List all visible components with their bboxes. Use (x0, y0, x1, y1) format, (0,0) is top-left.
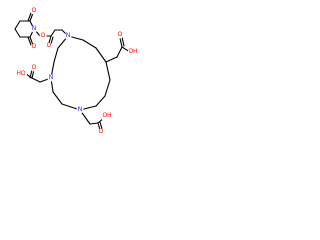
molecule-canvas: O O N O O N N (0, 0, 152, 152)
bond (27, 12, 32, 22)
svg-text:N: N (78, 107, 82, 113)
svg-text:OH: OH (103, 113, 112, 119)
svg-text:O: O (32, 65, 37, 71)
ring-n-bottom-label: N (76, 106, 84, 114)
succinimide-o2-label: O (30, 43, 38, 51)
bond (14, 20, 21, 30)
svg-text:N: N (49, 75, 53, 81)
svg-text:N: N (32, 26, 36, 32)
molecule-structure: O O N O O N N (14, 7, 139, 136)
bond (116, 46, 123, 58)
svg-text:HO: HO (17, 71, 26, 77)
ester-o-carbonyl-label: O (45, 42, 53, 50)
ester-o-link-label: O (39, 32, 47, 40)
acid-left-oh-label: HO (16, 71, 27, 78)
bond (29, 12, 34, 22)
svg-text:N: N (66, 33, 70, 39)
svg-text:O: O (32, 44, 37, 50)
bond (50, 29, 56, 37)
acid-right-oh-label: OH (128, 49, 139, 56)
bond (119, 37, 123, 48)
bond (29, 36, 34, 46)
bond (52, 91, 63, 105)
acid-bottom-o-label: O (97, 128, 105, 136)
acid-right-o-label: O (116, 31, 124, 39)
atom-labels: O O N O O N N (16, 7, 139, 136)
bond (14, 28, 21, 38)
svg-text:O: O (41, 33, 46, 39)
bond (121, 36, 125, 47)
svg-text:O: O (47, 43, 52, 49)
bond (99, 121, 103, 130)
ring-n-left-label: N (47, 74, 55, 82)
bond (53, 47, 59, 63)
succinimide-o1-label: O (30, 7, 38, 15)
bond (95, 95, 106, 107)
svg-text:O: O (32, 8, 37, 14)
bond (50, 36, 54, 45)
succinimide-n-label: N (30, 25, 38, 33)
bond (27, 36, 32, 46)
svg-text:O: O (99, 129, 104, 135)
acid-bottom-oh-label: OH (102, 113, 113, 120)
svg-text:O: O (118, 32, 123, 38)
bond (31, 77, 41, 83)
bond (89, 122, 99, 125)
ring-n-top-label: N (64, 32, 72, 40)
bond (29, 69, 33, 79)
bond (95, 47, 107, 63)
svg-text:OH: OH (129, 49, 138, 55)
bond (48, 35, 52, 44)
bond (105, 61, 111, 81)
bond (105, 56, 118, 63)
acid-left-o-label: O (30, 64, 38, 72)
bond (104, 79, 111, 97)
bond (82, 39, 97, 49)
